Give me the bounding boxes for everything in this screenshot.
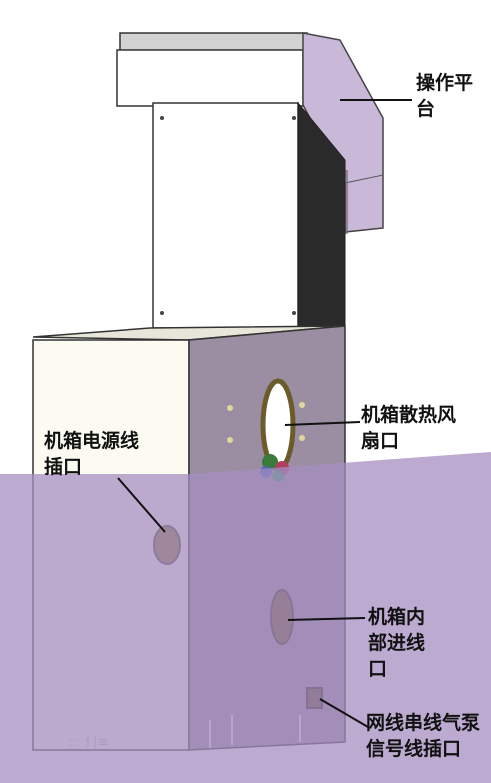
leader-lines [117, 99, 412, 728]
inlet-leader [287, 617, 366, 621]
fan-leader [284, 421, 361, 426]
network-leader [319, 698, 369, 728]
label-power-socket: 机箱电源线 插口 [44, 430, 140, 478]
label-network-port: 网线串线气泵 信号线插口 [366, 712, 481, 760]
support-column [152, 101, 346, 331]
label-fan-opening: 机箱散热风 扇口 [361, 404, 457, 452]
highlight-overlay [0, 474, 491, 783]
label-wire-inlet: 机箱内 部进线 口 [368, 606, 426, 680]
power-leader [117, 477, 166, 533]
label-operating-platform: 操作平 台 [416, 72, 474, 120]
